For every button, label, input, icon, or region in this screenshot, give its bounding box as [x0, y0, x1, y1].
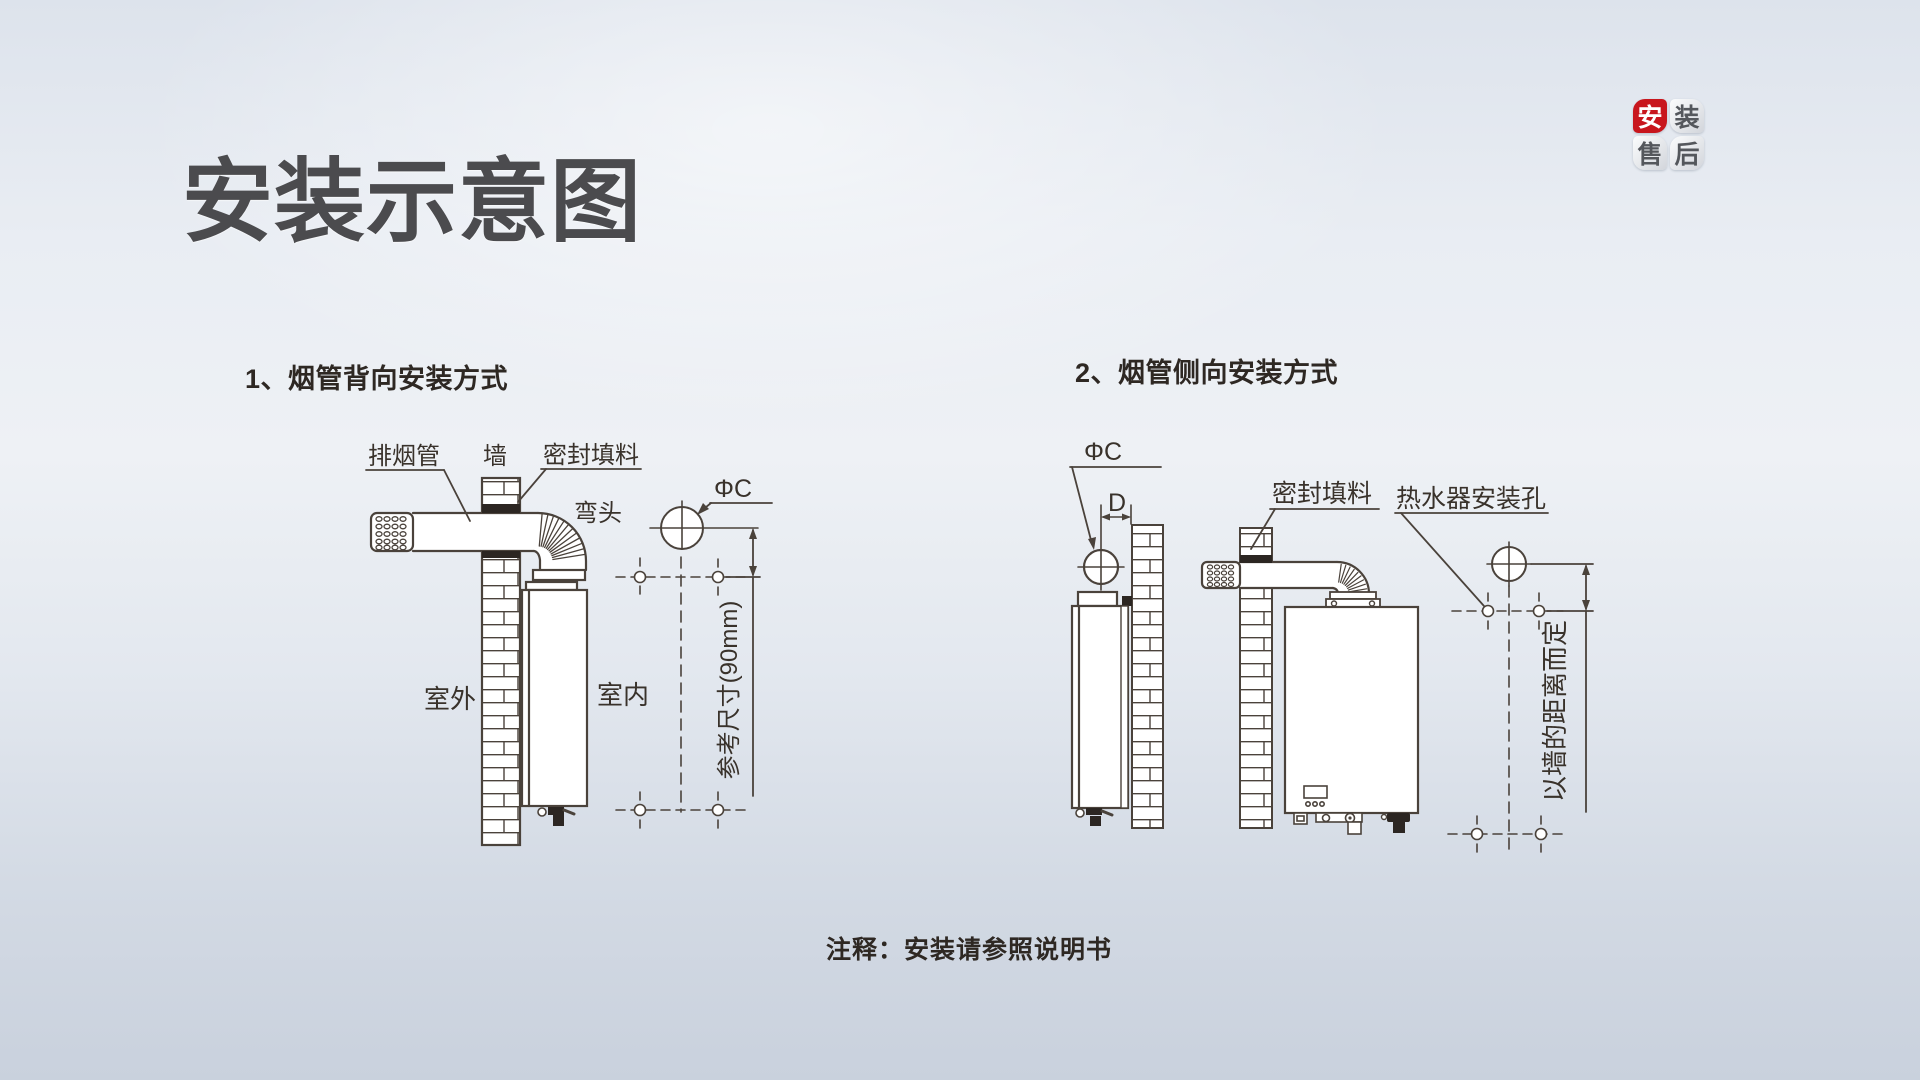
label-wall-distance: 以墙的距离而定 — [1540, 620, 1570, 802]
label-seal: 密封填料 — [543, 442, 639, 469]
diagram-2: ΦC D — [1069, 438, 1594, 853]
d2-side-valve — [1075, 808, 1114, 826]
d2-mounting-holes — [1447, 541, 1564, 853]
badge-tile-label: 安 — [1637, 104, 1663, 132]
d1-mounting-reference — [615, 500, 759, 829]
badge-tile-install: 安 — [1633, 99, 1667, 133]
label-phi-c: ΦC — [714, 475, 752, 503]
label-exhaust-pipe: 排烟管 — [368, 443, 440, 470]
d1-labels: 排烟管 墙 密封填料 弯头 ΦC 室外 室内 — [365, 442, 773, 714]
badge-tile-label: 售 — [1637, 141, 1663, 169]
note-text: 注释：安装请参照说明书 — [826, 936, 1113, 964]
d1-flue-pipe — [369, 511, 540, 553]
badge-tile-hou: 后 — [1670, 136, 1704, 170]
d2-dimension-wall-distance: 以墙的距离而定 — [1530, 563, 1594, 813]
label-seal-2: 密封填料 — [1272, 480, 1372, 508]
d2-front-view — [1200, 527, 1420, 835]
page-title: 安装示意图 — [182, 152, 643, 253]
brand-badge: 安 装 售 后 — [1633, 99, 1704, 170]
badge-tile-zhuang: 装 — [1670, 99, 1704, 133]
label-elbow: 弯头 — [574, 500, 622, 527]
d1-seal-strips — [482, 504, 520, 558]
d2-elbow-corrugations — [1338, 563, 1368, 593]
label-indoor: 室内 — [597, 680, 649, 710]
label-phi-c-2: ΦC — [1084, 438, 1122, 466]
d2-heater-display — [1303, 785, 1328, 807]
badge-tile-label: 后 — [1674, 141, 1700, 169]
d2-side-view: ΦC D — [1069, 438, 1164, 829]
diagram-1: 参考尺寸(90mm) — [365, 442, 773, 847]
d1-elbow-corrugations — [538, 513, 586, 561]
label-d-dim: D — [1108, 489, 1126, 517]
d1-water-heater-side — [520, 580, 589, 826]
d2-labels: 密封填料 热水器安装孔 — [1250, 480, 1549, 607]
label-outdoor: 室外 — [424, 684, 476, 714]
section-2-heading: 2、烟管侧向安装方式 — [1075, 358, 1339, 388]
d1-dimension-90mm: 参考尺寸(90mm) — [716, 528, 761, 797]
badge-tile-shou: 售 — [1633, 136, 1667, 170]
badge-tile-label: 装 — [1674, 104, 1700, 132]
d2-pipe-perforations — [1206, 564, 1235, 588]
label-mount-hole: 热水器安装孔 — [1396, 485, 1546, 513]
d1-pipe-perforations — [375, 516, 407, 551]
d1-elbow — [531, 511, 588, 582]
label-wall: 墙 — [483, 443, 507, 470]
d2-heater-fittings — [1293, 812, 1410, 835]
label-ref-dimension: 参考尺寸(90mm) — [716, 601, 743, 780]
d1-heater-valve — [537, 807, 576, 826]
section-1-heading: 1、烟管背向安装方式 — [245, 364, 509, 394]
